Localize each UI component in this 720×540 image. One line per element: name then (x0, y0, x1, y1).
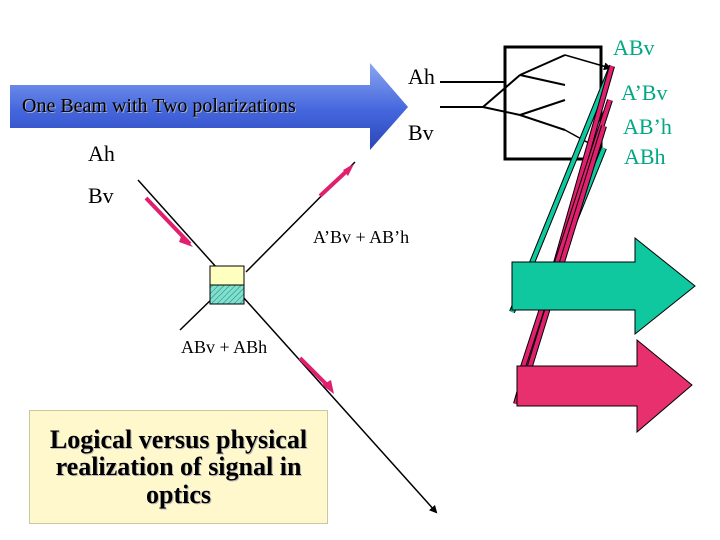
banner-title: One Beam with Two polarizations (22, 95, 296, 117)
label-top-right-sum: A’Bv + AB’h (313, 227, 410, 247)
output-label-abprime-h: AB’h (623, 114, 672, 139)
output-label-abh: ABh (624, 144, 666, 169)
beam-segment-in-head (179, 234, 193, 247)
magenta-block-arrow (516, 338, 693, 434)
beam-segment-up (318, 166, 352, 198)
label-ah-right: Ah (408, 64, 435, 89)
banner-arrow (10, 63, 408, 150)
output-label-abv: ABv (613, 35, 655, 60)
note-text: Logical versus physical realization of s… (49, 425, 308, 509)
beam-segment-out-head (322, 380, 334, 394)
beam-path-line-a (137, 179, 438, 514)
output-label-aprime-bv: A’Bv (621, 80, 668, 105)
splitter-top-half (209, 265, 245, 286)
beam-segment-out (298, 356, 332, 390)
label-bv-right: Bv (408, 120, 434, 145)
beam-segment-up-head (343, 164, 354, 176)
label-ah-left: Ah (88, 141, 115, 166)
label-bottom-left-sum: ABv + ABh (181, 337, 268, 357)
splitter-bottom-half (209, 284, 245, 305)
polarizer-lines (440, 54, 566, 131)
note-box: Logical versus physical realization of s… (29, 410, 328, 524)
pointer-abv (564, 54, 612, 71)
magenta-beam-3-fill (528, 125, 606, 367)
teal-block-arrow (511, 236, 696, 336)
label-bv-left: Bv (88, 183, 114, 208)
